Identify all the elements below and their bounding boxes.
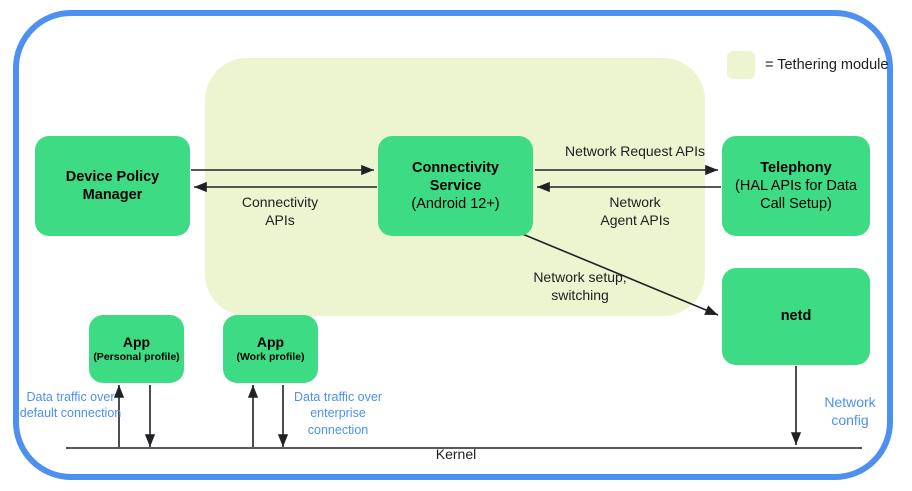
- node-title: App: [122, 333, 151, 350]
- node-subtitle: (Android 12+): [411, 196, 500, 213]
- node-subtitle: (Personal profile): [93, 351, 180, 364]
- node-title-line2: Manager: [82, 187, 143, 203]
- node-app-personal-profile[interactable]: App (Personal profile): [89, 315, 184, 383]
- node-device-policy-manager[interactable]: Device Policy Manager: [35, 136, 190, 236]
- node-netd[interactable]: netd: [722, 268, 870, 365]
- node-title-line1: Connectivity: [411, 159, 499, 176]
- node-telephony[interactable]: Telephony (HAL APIs for Data Call Setup): [722, 136, 870, 236]
- legend-swatch-tethering: [727, 51, 755, 79]
- edge-label-data-traffic-enterprise: Data traffic over enterprise connection: [293, 390, 382, 437]
- node-connectivity-service[interactable]: Connectivity Service (Android 12+): [378, 136, 533, 236]
- node-subtitle: (Work profile): [236, 351, 305, 364]
- edge-label-network-setup-switching: Network setup, switching: [533, 269, 627, 304]
- node-title: Telephony: [760, 159, 832, 176]
- legend-label-tethering: = Tethering module: [765, 57, 889, 73]
- node-title-line1: Device Policy: [65, 168, 160, 185]
- edge-label-network-agent-apis: Network Agent APIs: [600, 194, 670, 229]
- edge-label-connectivity-apis: Connectivity APIs: [241, 194, 319, 229]
- node-title: App: [256, 333, 285, 350]
- label-kernel: Kernel: [435, 446, 477, 462]
- node-subtitle-line1: (HAL APIs for Data: [735, 177, 857, 194]
- outer-frame-border: [13, 10, 893, 480]
- node-title-line2: Service: [429, 177, 482, 194]
- edge-label-data-traffic-default: Data traffic over default connection: [19, 390, 122, 421]
- node-title: netd: [780, 308, 812, 325]
- edge-label-network-request-apis: Network Request APIs: [564, 143, 706, 159]
- node-app-work-profile[interactable]: App (Work profile): [223, 315, 318, 383]
- legend: = Tethering module: [727, 51, 888, 79]
- node-subtitle-line2: Call Setup): [760, 196, 832, 213]
- edge-label-network-config: Network config: [824, 394, 876, 429]
